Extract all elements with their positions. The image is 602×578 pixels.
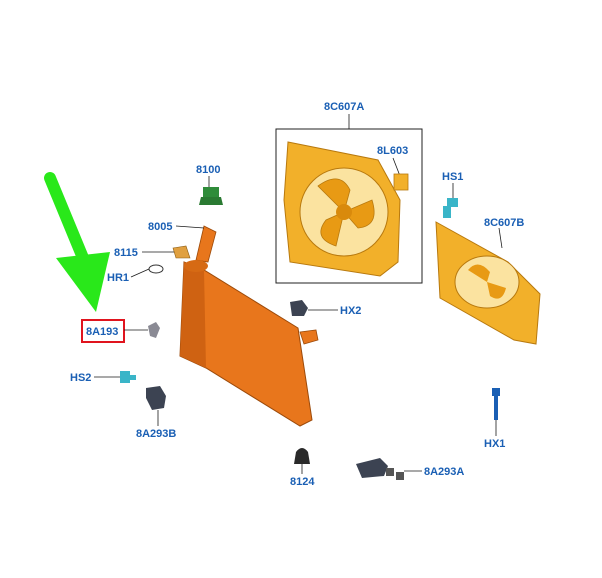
- label-8124: 8124: [290, 476, 315, 488]
- label-8a293a: 8A293A: [424, 466, 464, 478]
- label-hr1: HR1: [107, 272, 129, 284]
- label-8a193: 8A193: [86, 326, 118, 338]
- cap-icon: [199, 187, 223, 205]
- label-8100: 8100: [196, 164, 220, 176]
- label-hx1: HX1: [484, 438, 505, 450]
- fan-shroud-b-icon: [435, 221, 541, 345]
- green-arrow-icon: [44, 172, 110, 312]
- radiator-icon: [179, 225, 319, 427]
- screw-hs2-icon: [120, 371, 136, 383]
- fan-shroud-a-icon: [283, 141, 401, 277]
- label-8l603: 8L603: [377, 145, 408, 157]
- o-ring-icon: [148, 264, 164, 274]
- fan-resistor-icon: [393, 173, 409, 191]
- mount-right-icon: [356, 458, 404, 480]
- bolt-hx1-icon: [492, 388, 500, 420]
- label-hs2: HS2: [70, 372, 91, 384]
- screw-hs1-icon: [443, 198, 458, 218]
- label-hx2: HX2: [340, 305, 361, 317]
- label-8115: 8115: [114, 247, 138, 259]
- bracket-icon: [148, 322, 160, 338]
- label-8a293b: 8A293B: [136, 428, 176, 440]
- label-hs1: HS1: [442, 171, 463, 183]
- label-8005: 8005: [148, 221, 172, 233]
- label-8c607a: 8C607A: [324, 101, 364, 113]
- clip-hx2-icon: [290, 300, 308, 316]
- highlight-box: [81, 319, 125, 343]
- label-8c607b: 8C607B: [484, 217, 524, 229]
- grommet-icon: [294, 448, 310, 464]
- sensor-icon: [172, 245, 191, 259]
- mount-bottom-icon: [146, 386, 166, 410]
